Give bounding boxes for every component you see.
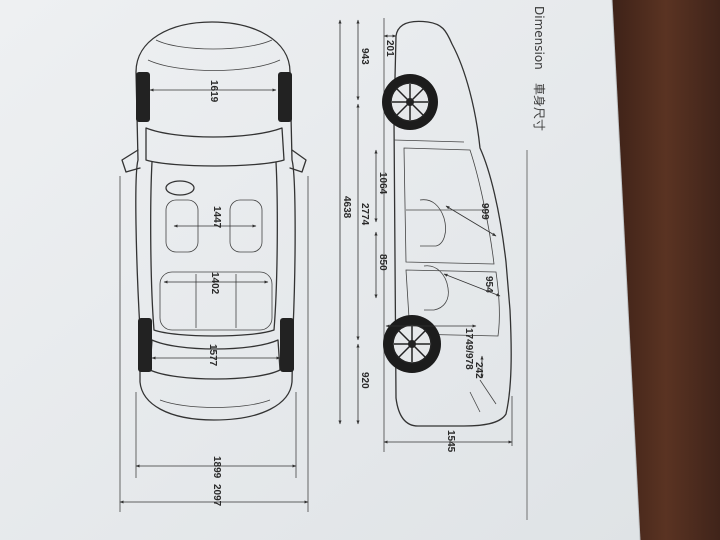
dim-rear-track: 1577	[207, 344, 218, 367]
dim-overall-length: 4638	[341, 196, 352, 219]
front-right-wheel	[278, 72, 292, 122]
dim-front-headroom: 999	[479, 203, 490, 220]
front-left-wheel	[136, 72, 150, 122]
dim-width-with-mirrors: 2097	[211, 484, 222, 507]
paper-page	[0, 0, 640, 540]
dim-height: 1749/978	[463, 328, 474, 370]
dim-ground-clearance: 201	[384, 40, 395, 57]
rear-left-wheel	[138, 318, 152, 372]
dim-rear-headroom: 954	[483, 276, 494, 293]
page-edge	[611, 0, 641, 540]
heading-title: Dimension	[532, 6, 546, 70]
dim-front-track: 1619	[208, 80, 219, 103]
dim-rear-ground-clearance: 242	[473, 362, 484, 379]
dim-wheelbase: 2774	[359, 203, 370, 226]
top-view-dimensions: 1619 1447 1402 1577 1899 2097	[119, 80, 309, 512]
rear-wheel	[383, 315, 441, 373]
front-wheel	[382, 74, 438, 130]
dim-rear-legroom: 850	[377, 254, 388, 271]
heading: Dimension 車身尺寸	[526, 6, 547, 520]
heading-title-zh: 車身尺寸	[532, 83, 547, 131]
dim-front-overhang: 943	[359, 48, 370, 65]
dim-rear-shoulder-room: 1402	[209, 272, 220, 295]
top-view-car	[121, 21, 307, 421]
wooden-table	[612, 0, 720, 540]
dim-rear-overhang: 920	[359, 372, 370, 389]
rear-right-wheel	[280, 318, 294, 372]
dim-width: 1899	[211, 456, 222, 479]
side-view-dimensions: 4638 943 2774 920 201 1064 850 999 954 1…	[338, 19, 513, 453]
dim-front-legroom: 1064	[377, 172, 388, 195]
dim-front-shoulder-room: 1447	[211, 206, 222, 229]
side-view-wheels	[382, 74, 441, 373]
dim-overall-height: 1545	[445, 430, 456, 453]
